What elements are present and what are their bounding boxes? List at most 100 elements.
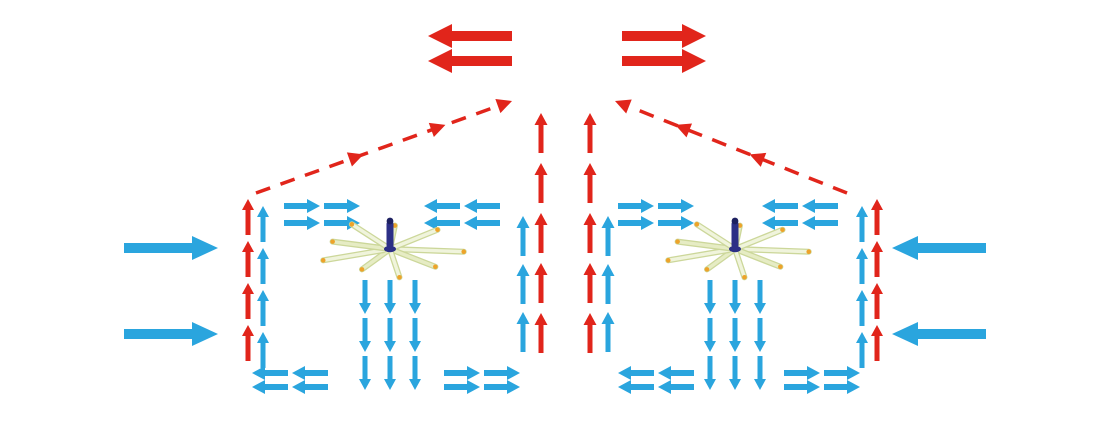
arrow: [892, 236, 986, 260]
dashed-flow-line: [631, 106, 848, 195]
arrow: [583, 313, 597, 353]
fan-motor: [386, 222, 394, 247]
arrow: [534, 213, 548, 253]
arrow: [658, 366, 694, 380]
arrow: [359, 318, 371, 352]
arrow: [384, 280, 396, 314]
arrow: [534, 263, 548, 303]
arrow: [754, 318, 766, 352]
arrowhead: [346, 152, 364, 167]
arrow: [428, 49, 512, 73]
exhaust-right: [622, 24, 706, 73]
arrow: [658, 199, 694, 213]
arrow: [601, 264, 615, 304]
arrow: [583, 213, 597, 253]
arrowhead: [749, 152, 767, 167]
arrow: [658, 216, 694, 230]
floor-flow-left-to-center: [444, 366, 520, 394]
fan-motor: [731, 222, 739, 247]
arrow: [871, 283, 883, 319]
arrow: [618, 199, 654, 213]
arrow: [252, 380, 288, 394]
arrow: [856, 206, 868, 242]
fan-blade-tip: [665, 258, 671, 263]
fan-blade-face: [738, 249, 783, 269]
fan-blade-face: [360, 249, 389, 272]
arrow: [583, 113, 597, 153]
arrow: [704, 356, 716, 390]
fan-blade-tip: [675, 239, 680, 244]
center-warm-risers: [534, 113, 597, 353]
arrow: [618, 366, 654, 380]
floor-flow-right-to-center: [618, 366, 694, 394]
fan-blade-face: [321, 248, 386, 263]
fan-blade-face: [393, 228, 440, 249]
outside-intake-right: [892, 236, 986, 346]
arrowhead: [428, 122, 446, 138]
arrow: [824, 366, 860, 380]
fan-blade-tip: [349, 222, 355, 227]
arrow: [424, 216, 460, 230]
fan-blade-tip: [392, 223, 398, 228]
arrow: [871, 325, 883, 361]
fan-hub: [384, 245, 396, 253]
arrow: [257, 248, 269, 284]
arrow: [284, 199, 320, 213]
arrow: [516, 216, 530, 256]
fan-blade-tip: [359, 267, 365, 272]
arrow: [754, 356, 766, 390]
arrow: [892, 322, 986, 346]
arrow: [729, 356, 741, 390]
fan-blade-face: [675, 239, 731, 250]
arrow: [784, 380, 820, 394]
arrow: [729, 318, 741, 352]
fan-blade-face: [330, 239, 386, 250]
fan-blade-tip: [435, 227, 440, 233]
arrow: [871, 241, 883, 277]
floor-flow-left-to-wall: [252, 366, 328, 394]
fan-blade-tip: [397, 274, 402, 280]
arrow: [444, 366, 480, 380]
arrow: [784, 366, 820, 380]
fan-blade-tip: [330, 239, 335, 244]
arrow: [601, 312, 615, 352]
arrow: [444, 380, 480, 394]
wall-cool-riser-left: [257, 206, 269, 368]
arrow: [292, 366, 328, 380]
arrow: [601, 216, 615, 256]
fan-motor-top: [386, 217, 394, 225]
ceiling-flow-right-from-center: [618, 199, 694, 230]
arrow: [856, 332, 868, 368]
arrow: [856, 290, 868, 326]
fan-hub: [729, 245, 741, 253]
center-cool-risers: [516, 216, 615, 352]
arrow: [754, 280, 766, 314]
exhaust-left: [428, 24, 512, 73]
arrow: [583, 263, 597, 303]
fan-blade-tip: [704, 267, 710, 272]
arrow: [124, 322, 218, 346]
fan-blade-tip: [780, 227, 785, 233]
arrow: [484, 380, 520, 394]
fan-blade-tip: [742, 274, 747, 280]
arrow: [658, 380, 694, 394]
wall-cool-riser-right: [856, 206, 868, 368]
roof-flow-left: [255, 99, 512, 195]
roof-flow-right: [615, 99, 848, 195]
fan-blade-tip: [737, 223, 743, 228]
arrow: [534, 163, 548, 203]
arrow: [484, 366, 520, 380]
outside-intake-left: [124, 236, 218, 346]
dashed-flow-line: [255, 105, 496, 195]
fan-blade-face: [740, 247, 811, 254]
arrow: [618, 380, 654, 394]
arrow: [534, 113, 548, 153]
fan-blade-face: [734, 250, 747, 279]
arrow: [824, 380, 860, 394]
fan-blade-face: [350, 222, 388, 249]
arrow: [516, 264, 530, 304]
arrowhead: [495, 99, 512, 114]
arrow: [124, 236, 218, 260]
fan-blade-tip: [694, 222, 700, 227]
